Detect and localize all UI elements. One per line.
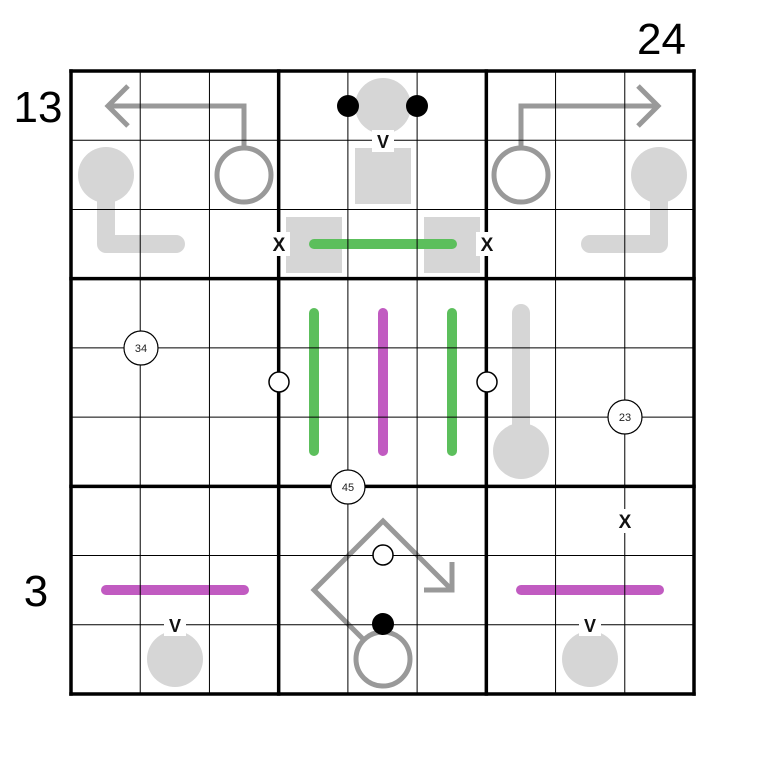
black-dot [372,613,394,635]
square-top-middle [355,148,411,204]
v-mark-bg [372,130,394,152]
x-mark: X [273,235,286,256]
thermo-line-top-right [581,166,668,253]
white-dot [476,371,498,393]
arrow-head-bottom-middle [424,562,455,593]
outside-clue-row8: 3 [24,567,48,616]
white-dot [372,544,394,566]
circled-clues: 34 23 45 [123,330,643,505]
x-mark-bg [614,509,636,533]
x-mark-bg [476,232,498,256]
v-mark-bg [579,614,601,636]
white-dot [268,371,290,393]
bulb-bottom-left [147,631,203,687]
arrow-bulb-top-right [491,145,551,205]
bulb-bottom-right [562,631,618,687]
black-dot [406,95,428,117]
arrow-shaft-top-left [108,103,247,148]
circle-clue [607,399,643,435]
v-marks: V V V [164,130,601,636]
v-mark: V [377,132,389,152]
kropki-dots [268,95,498,635]
colored-lines [101,239,664,595]
arrow-bulb-top-left [214,145,274,205]
x-mark-bg [268,232,290,256]
circle-clue [123,330,159,366]
circle-clue-text: 45 [342,482,354,494]
x-marks: X X X [268,232,636,533]
x-mark: X [481,235,494,256]
circle-clue-text: 23 [619,412,631,424]
arrow-head-top-left [104,84,130,128]
outside-clues: 24 13 3 [14,15,686,616]
shaded-shapes [78,78,687,687]
arrow-bulb-bottom-middle [353,629,413,689]
circle-clue [330,469,366,505]
v-mark: V [169,616,181,636]
arrows [104,84,662,689]
circle-clue-text: 34 [135,343,147,355]
black-dot [337,95,359,117]
arrow-head-top-right [636,84,662,128]
outside-clue-top-right: 24 [637,15,686,64]
bulb-top-middle [355,78,411,134]
outside-clue-row1: 13 [14,83,63,132]
v-mark: V [584,616,596,636]
thermo-line-top-left [97,166,185,253]
arrow-shaft-top-right [518,103,658,148]
v-mark-bg [164,614,186,636]
x-mark: X [619,512,632,533]
